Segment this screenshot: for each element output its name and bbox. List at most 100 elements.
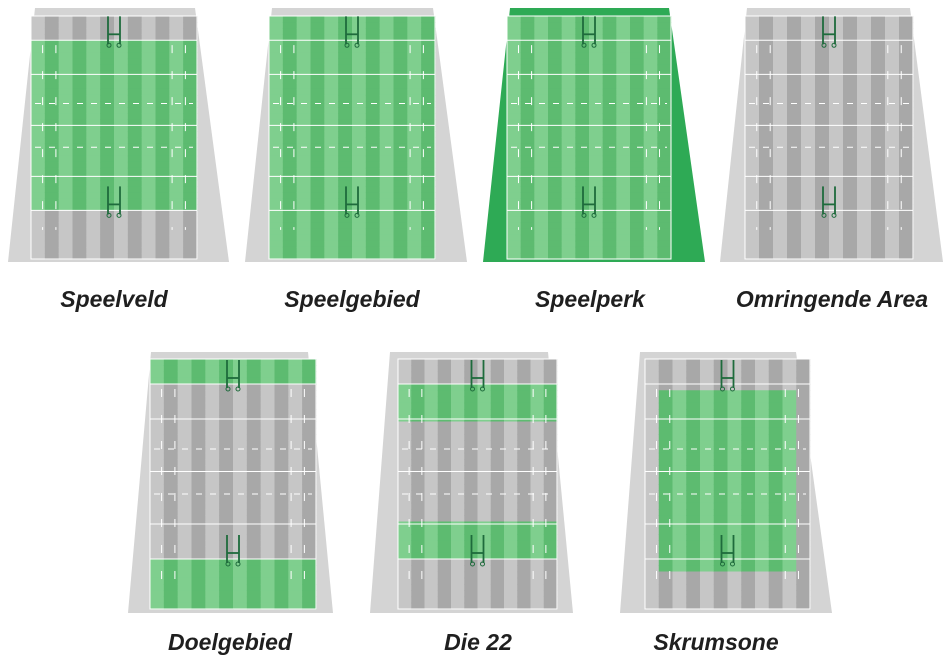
turf-stripe bbox=[407, 168, 421, 175]
turf-stripe bbox=[275, 484, 289, 491]
turf-stripe bbox=[773, 40, 788, 47]
turf-stripe bbox=[843, 162, 858, 169]
turf-stripe bbox=[644, 241, 658, 248]
turf-stripe bbox=[562, 101, 576, 108]
turf-stripe bbox=[544, 453, 558, 460]
turf-stripe bbox=[843, 180, 858, 187]
turf-stripe bbox=[507, 52, 521, 59]
turf-stripe bbox=[302, 503, 316, 510]
turf-stripe bbox=[644, 156, 658, 163]
turf-stripe bbox=[521, 180, 535, 187]
turf-stripe bbox=[150, 472, 164, 479]
turf-stripe bbox=[534, 131, 548, 138]
turf-stripe bbox=[787, 101, 802, 108]
turf-stripe bbox=[700, 459, 714, 466]
turf-stripe bbox=[324, 174, 338, 181]
turf-stripe bbox=[192, 515, 206, 522]
turf-stripe bbox=[815, 162, 830, 169]
turf-stripe bbox=[562, 192, 576, 199]
turf-stripe bbox=[394, 46, 408, 53]
turf-stripe bbox=[589, 174, 603, 181]
turf-stripe bbox=[311, 107, 325, 114]
turf-stripe bbox=[380, 162, 394, 169]
turf-stripe bbox=[686, 453, 700, 460]
turf-stripe bbox=[169, 168, 183, 175]
turf-stripe bbox=[755, 497, 769, 504]
turf-stripe bbox=[247, 365, 261, 372]
turf-stripe bbox=[398, 384, 412, 391]
turf-stripe bbox=[192, 528, 206, 535]
turf-stripe bbox=[843, 28, 858, 35]
turf-stripe bbox=[478, 440, 492, 447]
turf-stripe bbox=[86, 113, 100, 120]
turf-stripe bbox=[438, 528, 452, 535]
turf-stripe bbox=[156, 186, 170, 193]
turf-stripe bbox=[114, 89, 128, 96]
turf-stripe bbox=[645, 472, 659, 479]
turf-stripe bbox=[548, 125, 562, 132]
turf-stripe bbox=[857, 22, 872, 29]
turf-stripe bbox=[714, 515, 728, 522]
turf-stripe bbox=[491, 409, 505, 416]
turf-stripe bbox=[686, 434, 700, 441]
turf-stripe bbox=[366, 229, 380, 236]
turf-stripe bbox=[531, 440, 545, 447]
turf-stripe bbox=[659, 447, 673, 454]
turf-stripe bbox=[142, 46, 156, 53]
turf-stripe bbox=[507, 95, 521, 102]
turf-stripe bbox=[233, 359, 247, 366]
turf-stripe bbox=[261, 359, 275, 366]
turf-stripe bbox=[169, 210, 183, 217]
turf-stripe bbox=[755, 478, 769, 485]
turf-stripe bbox=[829, 229, 844, 236]
turf-stripe bbox=[645, 390, 659, 397]
turf-stripe bbox=[407, 198, 421, 205]
turf-stripe bbox=[324, 40, 338, 47]
turf-stripe bbox=[491, 497, 505, 504]
turf-stripe bbox=[548, 235, 562, 242]
turf-stripe bbox=[504, 559, 518, 566]
turf-stripe bbox=[324, 150, 338, 157]
turf-stripe bbox=[275, 597, 289, 604]
turf-stripe bbox=[773, 180, 788, 187]
turf-stripe bbox=[288, 509, 302, 516]
turf-stripe bbox=[128, 131, 142, 138]
turf-stripe bbox=[324, 107, 338, 114]
turf-stripe bbox=[616, 131, 630, 138]
turf-stripe bbox=[630, 131, 644, 138]
turf-stripe bbox=[759, 89, 774, 96]
turf-stripe bbox=[562, 241, 576, 248]
turf-stripe bbox=[100, 46, 114, 53]
turf-stripe bbox=[283, 59, 297, 66]
turf-stripe bbox=[521, 89, 535, 96]
turf-stripe bbox=[394, 162, 408, 169]
turf-stripe bbox=[394, 198, 408, 205]
turf-stripe bbox=[673, 540, 687, 547]
turf-stripe bbox=[247, 547, 261, 554]
turf-stripe bbox=[288, 559, 302, 566]
turf-stripe bbox=[247, 522, 261, 529]
turf-stripe bbox=[783, 559, 797, 566]
turf-stripe bbox=[100, 156, 114, 163]
turf-stripe bbox=[686, 522, 700, 529]
turf-stripe bbox=[728, 409, 742, 416]
turf-stripe bbox=[169, 156, 183, 163]
turf-stripe bbox=[645, 359, 659, 366]
turf-stripe bbox=[205, 459, 219, 466]
turf-stripe bbox=[517, 365, 531, 372]
turf-stripe bbox=[233, 484, 247, 491]
turf-stripe bbox=[673, 597, 687, 604]
turf-stripe bbox=[616, 28, 630, 35]
turf-stripe bbox=[45, 113, 59, 120]
turf-stripe bbox=[659, 509, 673, 516]
turf-stripe bbox=[755, 547, 769, 554]
turf-stripe bbox=[759, 28, 774, 35]
turf-stripe bbox=[128, 150, 142, 157]
turf-stripe bbox=[421, 22, 435, 29]
turf-stripe bbox=[142, 83, 156, 90]
turf-stripe bbox=[233, 534, 247, 541]
turf-stripe bbox=[645, 578, 659, 585]
turf-stripe bbox=[380, 101, 394, 108]
turf-stripe bbox=[645, 384, 659, 391]
turf-stripe bbox=[297, 59, 311, 66]
